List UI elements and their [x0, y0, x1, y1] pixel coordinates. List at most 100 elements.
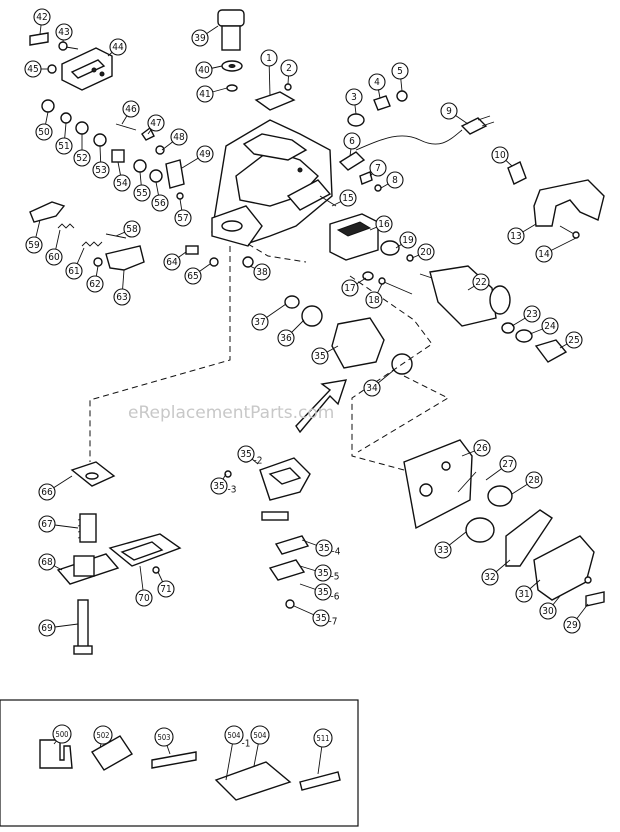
callout-22: 22: [467, 273, 490, 291]
callout-number-56: 56: [154, 198, 166, 209]
callout-circle-1: [260, 49, 278, 67]
callout-circle-40: [195, 61, 213, 79]
callout-number-45: 45: [27, 64, 38, 75]
callout-61: 61: [65, 247, 85, 280]
callout-number-40: 40: [198, 65, 210, 76]
callout-circle-54: [113, 174, 131, 192]
callout-54: 54: [113, 161, 131, 192]
callout-circle-25: [565, 331, 583, 349]
callout-503: 503: [154, 727, 174, 755]
callout-number-42: 42: [36, 12, 47, 23]
callout-suffix-504-1: -1: [242, 739, 251, 750]
callout-42: 42: [33, 8, 51, 35]
callout-circle-71: [157, 580, 175, 598]
callout-31: 31: [515, 579, 541, 603]
callout-circle-26: [473, 439, 491, 457]
assembly-guide-lines: [89, 243, 450, 471]
callout-circle-34: [363, 379, 381, 397]
callout-number-5: 5: [397, 66, 403, 77]
callout-47: 47: [147, 114, 165, 135]
callout-circle-500: [52, 724, 72, 744]
callout-circle-36: [277, 329, 295, 347]
callout-circle-45: [24, 60, 42, 78]
tools-accessories-box: [0, 699, 359, 827]
callout-17: 17: [341, 277, 367, 297]
callout-circle-61: [65, 262, 83, 280]
callout-36: 36: [277, 319, 305, 347]
callout-35a: 35: [311, 345, 339, 365]
callout-circle-30: [539, 602, 557, 620]
callout-number-47: 47: [150, 118, 161, 129]
callout-number-44: 44: [112, 42, 124, 53]
callout-circle-14: [535, 245, 553, 263]
callout-circle-9: [440, 102, 458, 120]
callout-number-29: 29: [566, 620, 578, 631]
callout-circle-35-6: [314, 583, 332, 601]
callout-suffix-35-2: -2: [254, 456, 263, 467]
callout-23: 23: [511, 305, 541, 327]
callout-circle-35-3: [210, 477, 228, 495]
callout-circle-15: [339, 189, 357, 207]
callout-number-38: 38: [256, 267, 268, 278]
callout-39: 39: [191, 25, 219, 47]
callout-58: 58: [115, 220, 141, 238]
callout-circle-64: [163, 253, 181, 271]
callout-number-1: 1: [266, 53, 272, 64]
callout-number-502: 502: [97, 731, 110, 740]
callout-circle-503: [154, 727, 174, 747]
callout-71: 71: [157, 571, 175, 598]
callout-26: 26: [461, 439, 491, 457]
callout-4: 4: [368, 73, 386, 99]
callout-suffix-35-3: -3: [228, 485, 237, 496]
callout-circle-58: [123, 220, 141, 238]
callout-24: 24: [529, 317, 559, 335]
callout-circle-47: [147, 114, 165, 132]
callout-number-27: 27: [502, 459, 513, 470]
callout-number-511: 511: [317, 734, 330, 743]
callout-51: 51: [55, 122, 73, 155]
callout-number-19: 19: [402, 235, 414, 246]
callout-number-41: 41: [199, 89, 210, 100]
callout-69: 69: [38, 619, 79, 637]
callout-number-50: 50: [38, 127, 50, 138]
callout-number-28: 28: [528, 475, 540, 486]
callout-511: 511: [313, 728, 333, 775]
callout-number-59: 59: [28, 240, 40, 251]
callout-circle-59: [25, 236, 43, 254]
callout-number-504: 504: [254, 731, 267, 740]
callout-number-31: 31: [518, 589, 529, 600]
callout-number-9: 9: [446, 106, 452, 117]
callout-number-58: 58: [126, 224, 138, 235]
callout-35-6: 35-6: [299, 583, 340, 603]
callout-circle-63: [113, 288, 131, 306]
callout-66: 66: [38, 475, 73, 501]
callout-circle-23: [523, 305, 541, 323]
callout-circle-44: [109, 38, 127, 56]
callout-3: 3: [345, 88, 363, 115]
callout-circle-29: [563, 616, 581, 634]
part-callouts: 4243444539404112345910678464748495051525…: [24, 8, 589, 781]
callout-number-35-5: 35: [317, 568, 328, 579]
callout-circle-46: [122, 100, 140, 118]
callout-circle-70: [135, 589, 153, 607]
callout-19: 19: [395, 231, 417, 249]
callout-circle-50: [35, 123, 53, 141]
callout-10: 10: [491, 146, 513, 167]
callout-number-7: 7: [375, 163, 381, 174]
callout-27: 27: [485, 455, 517, 481]
callout-number-20: 20: [420, 247, 432, 258]
callout-number-504-1: 504: [228, 731, 241, 740]
callout-60: 60: [45, 229, 63, 266]
callout-circle-43: [55, 23, 73, 41]
callout-number-51: 51: [58, 141, 69, 152]
callout-number-8: 8: [392, 175, 398, 186]
callout-25: 25: [559, 331, 583, 349]
callout-70: 70: [135, 565, 153, 607]
callout-35-4: 35-4: [301, 539, 341, 558]
callout-circle-52: [73, 149, 91, 167]
callout-number-69: 69: [41, 623, 53, 634]
callout-circle-35-4: [315, 539, 333, 557]
callout-number-35-3: 35: [213, 481, 224, 492]
callout-504-1: 504-1: [224, 725, 251, 781]
